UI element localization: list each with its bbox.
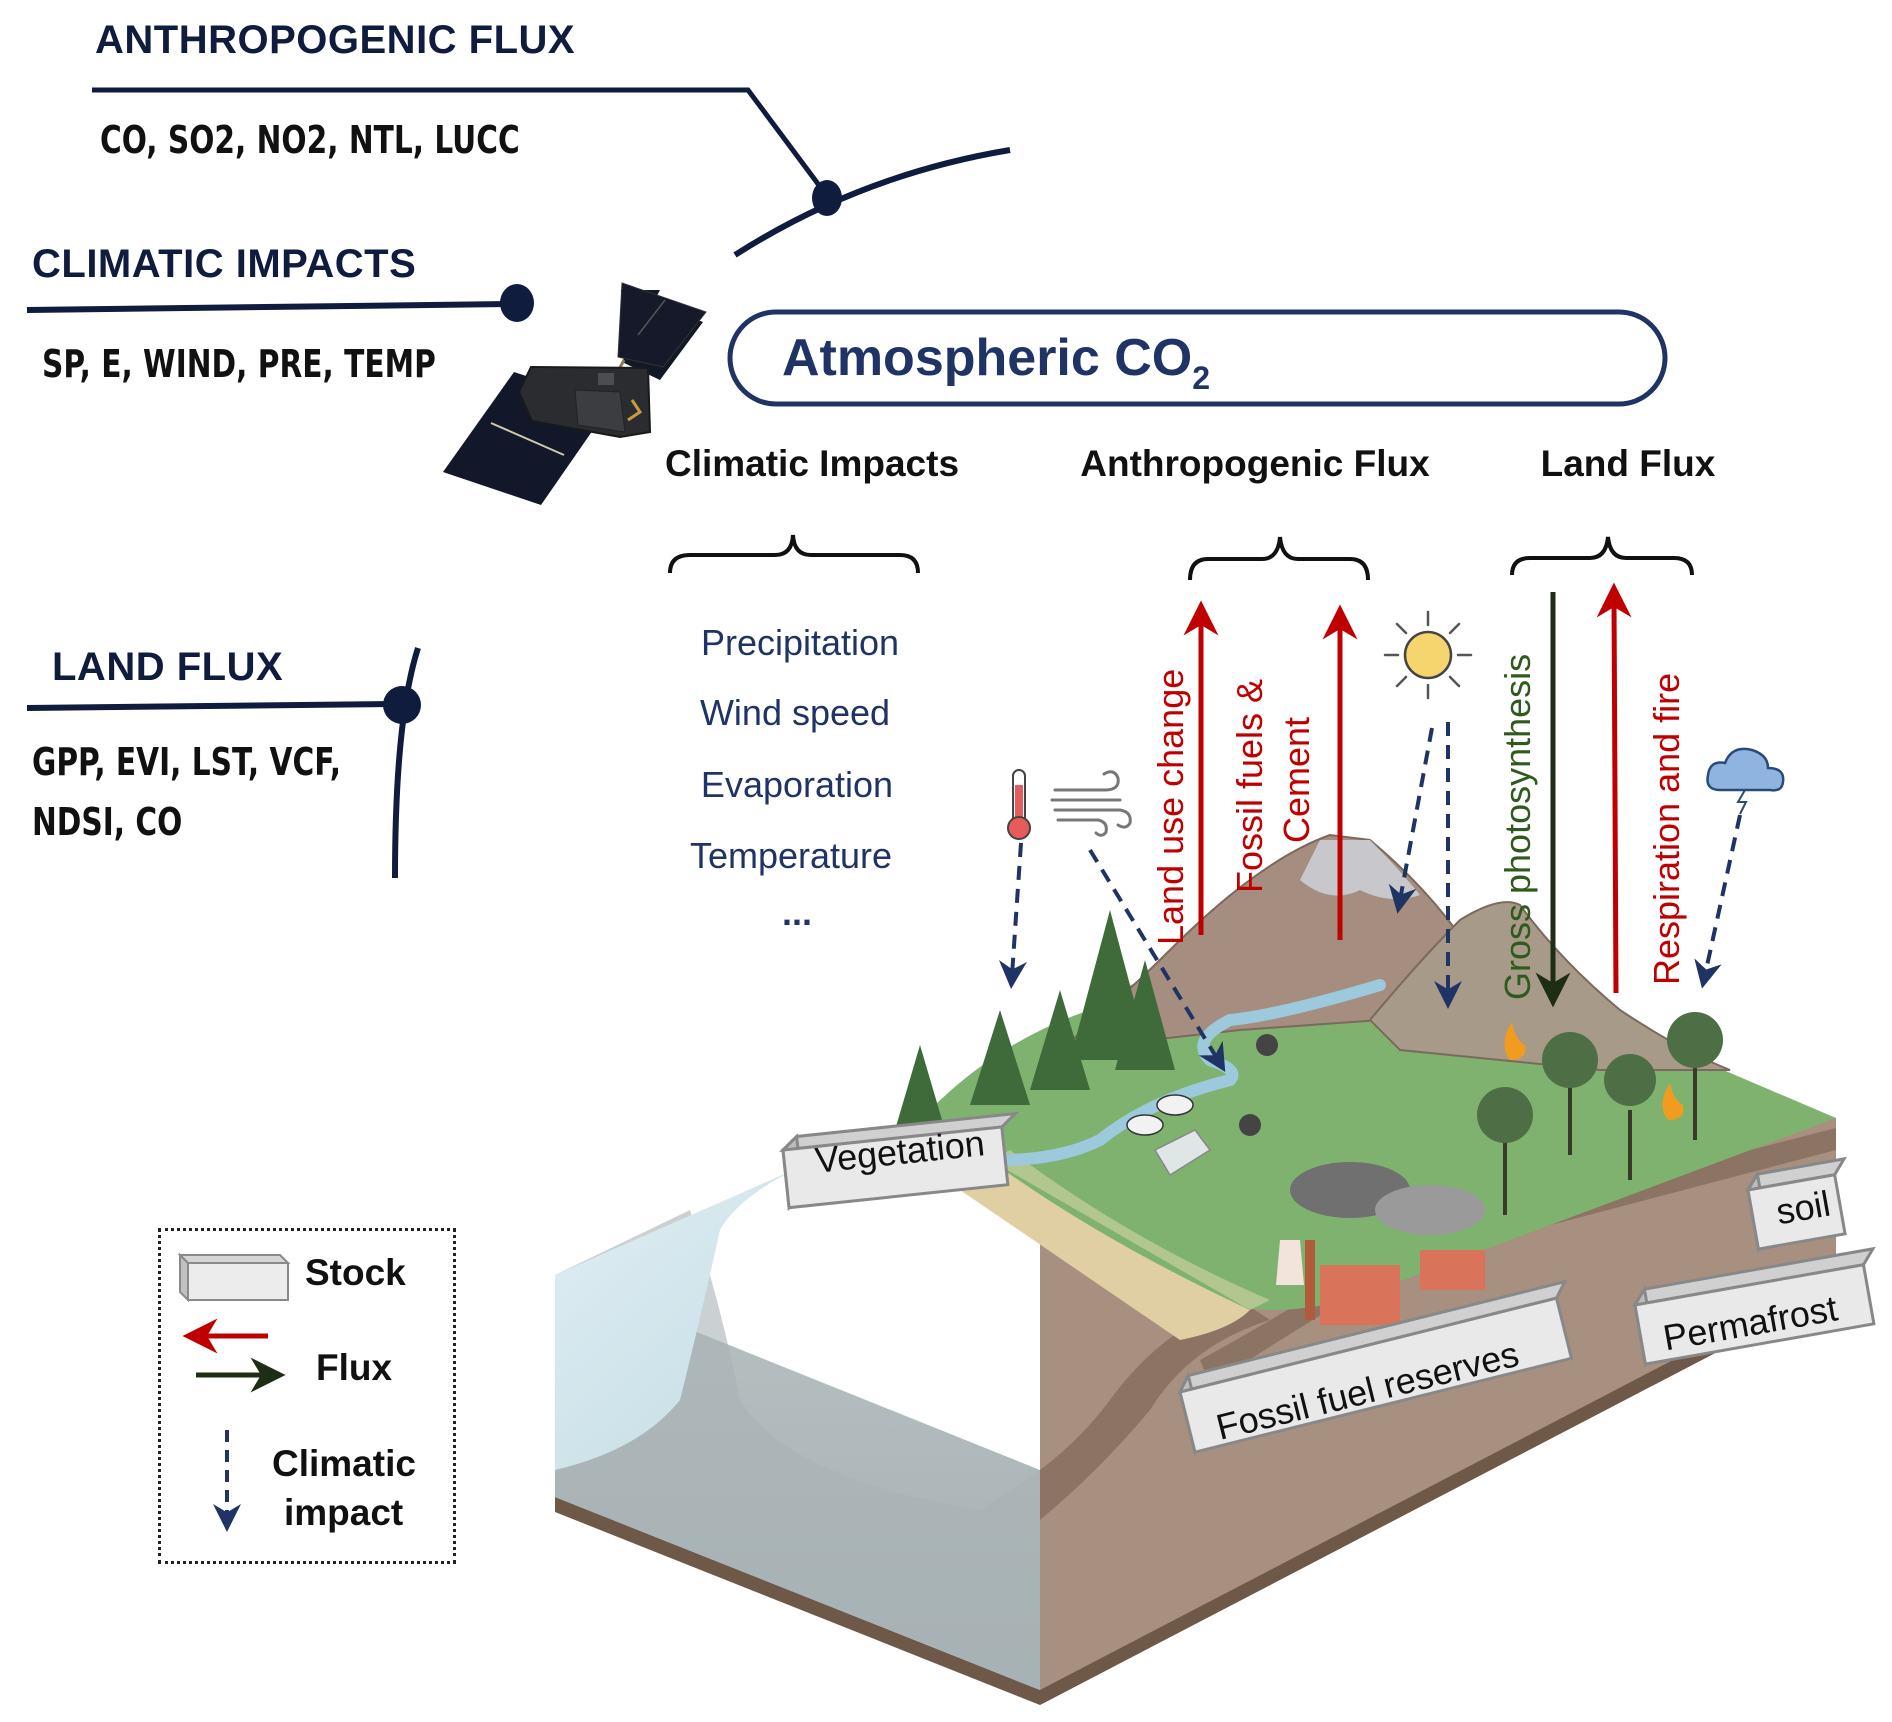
braces <box>668 534 1694 581</box>
column-heading-land: Land Flux <box>1540 443 1716 484</box>
impact-arrow-rain <box>1694 814 1742 989</box>
climatic-factor: Temperature <box>689 835 893 876</box>
climatic-factor: ... <box>781 892 813 933</box>
legend-climatic-label-line2: impact <box>284 1492 404 1533</box>
conifer-trees <box>895 910 1175 1130</box>
flux-label-fossil-fuels-line1: Fossil fuels & <box>1229 678 1270 893</box>
brace-anthropogenic <box>1188 536 1370 581</box>
legend-stock-icon <box>177 1252 291 1303</box>
group-vars-anthropogenic: CO, SO2, NO2, NTL, LUCC <box>100 118 520 162</box>
column-heading-climatic: Climatic Impacts <box>664 443 960 484</box>
flux-label-gross-photosynthesis: Gross photosynthesis <box>1497 653 1538 1000</box>
legend-stock-label: Stock <box>305 1252 406 1293</box>
storm-cloud-icon <box>1706 747 1785 815</box>
connector-anthropogenic <box>92 87 1011 258</box>
brace-land <box>1510 536 1694 576</box>
legend-flux-label: Flux <box>316 1347 393 1388</box>
brace-climatic <box>668 534 920 574</box>
climatic-factor: Wind speed <box>699 692 891 733</box>
flux-arrow-respiration-fire <box>1596 582 1632 994</box>
group-title-anthropogenic: ANTHROPOGENIC FLUX <box>95 18 576 62</box>
satellite-icon <box>443 282 707 505</box>
connector-dot <box>812 180 842 216</box>
landscape-block <box>555 833 1836 1705</box>
climatic-factor: Evaporation <box>700 764 894 805</box>
stock-box-vegetation <box>778 1111 1020 1211</box>
deciduous-trees <box>1477 1012 1723 1215</box>
fire-icon <box>1504 1022 1526 1060</box>
connector-dot <box>500 284 534 322</box>
atmospheric-co2-box <box>727 309 1668 407</box>
stock-box-permafrost <box>1632 1246 1876 1369</box>
group-title-climatic: CLIMATIC IMPACTS <box>32 242 417 286</box>
farm-icons <box>1126 1034 1278 1177</box>
impact-arrow-temperature <box>998 842 1027 989</box>
column-heading-anthropogenic: Anthropogenic Flux <box>1080 443 1430 484</box>
atmospheric-co2-label: Atmospheric CO <box>781 329 1193 387</box>
group-vars-land-line2: NDSI, CO <box>32 800 183 844</box>
sun-icon <box>1383 610 1473 700</box>
wind-icon <box>1050 770 1132 837</box>
climatic-factor: Precipitation <box>700 622 900 663</box>
connector-climatic <box>26 284 534 322</box>
connector-dot <box>383 686 421 724</box>
atmospheric-co2-label-wrap: Atmospheric CO2 <box>0 328 1892 396</box>
thermometer-icon <box>1007 769 1031 840</box>
legend <box>158 1228 456 1564</box>
flux-label-respiration-fire: Respiration and fire <box>1646 672 1687 985</box>
impact-arrow-wind <box>1088 848 1226 1072</box>
impact-arrow-sun-1 <box>1388 727 1434 914</box>
factory-icon <box>1276 1162 1485 1325</box>
atmospheric-co2-subscript: 2 <box>1192 360 1211 396</box>
stock-box-fossil-fuel <box>1177 1279 1574 1457</box>
flux-label-fossil-fuels-line2: Cement <box>1276 716 1317 843</box>
group-vars-climatic: SP, E, WIND, PRE, TEMP <box>42 342 436 386</box>
legend-climatic-label-line1: Climatic <box>272 1443 416 1484</box>
group-title-land: LAND FLUX <box>52 645 284 689</box>
connector-land <box>26 647 421 879</box>
flux-label-land-use-change: Land use change <box>1150 668 1191 945</box>
fire-icon <box>1662 1083 1684 1120</box>
group-vars-land-line1: GPP, EVI, LST, VCF, <box>32 740 341 784</box>
stock-box-soil <box>1745 1156 1848 1254</box>
